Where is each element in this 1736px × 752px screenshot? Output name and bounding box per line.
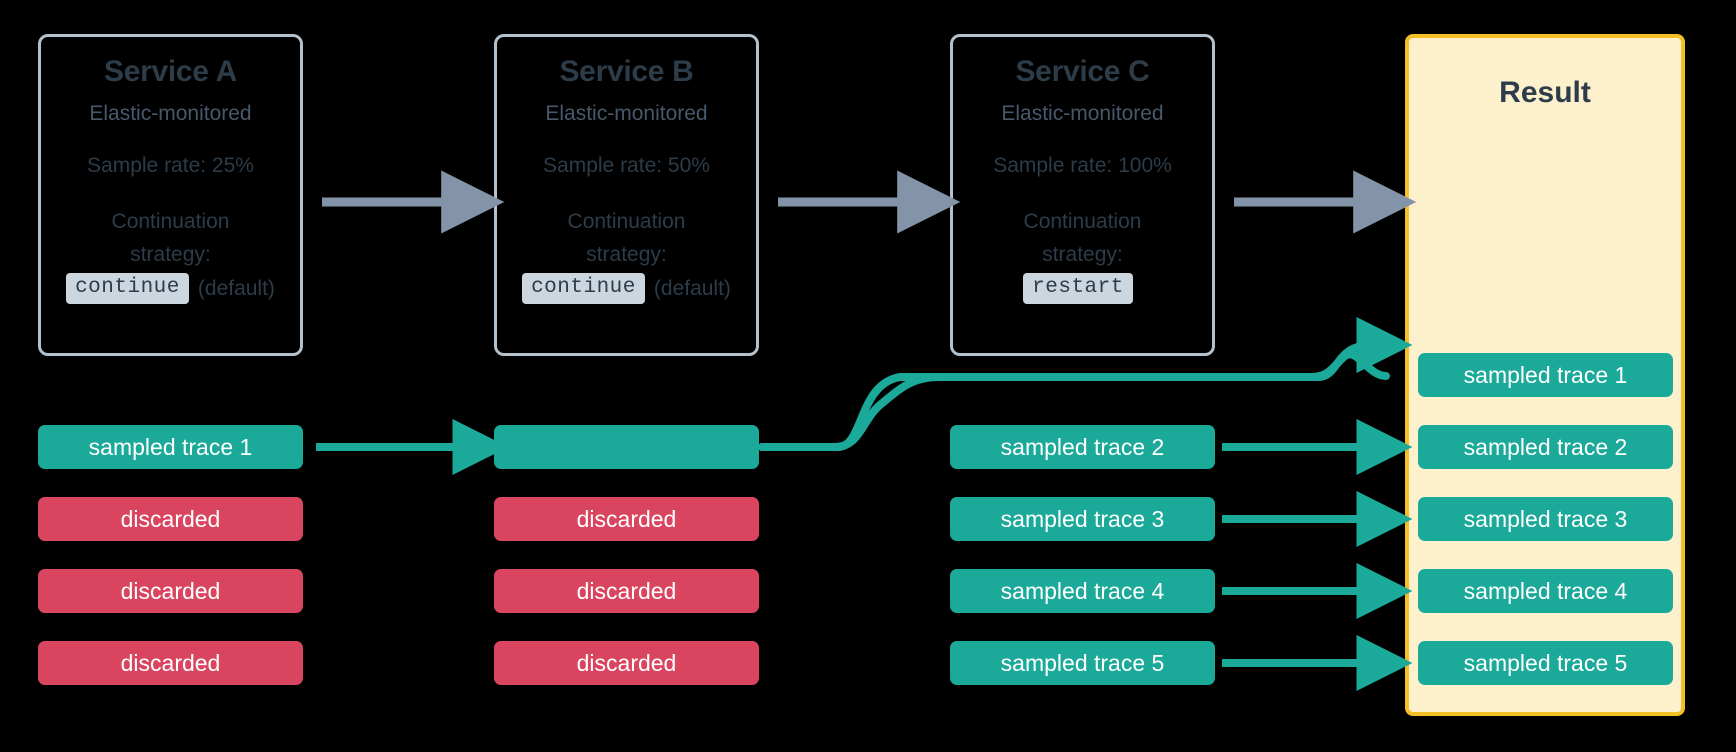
service-a-strategy-line: continue (default) <box>41 272 300 305</box>
service-b-monitoring: Elastic-monitored <box>545 102 708 125</box>
service-b-strategy-note: (default) <box>653 276 731 300</box>
service-a-strategy-label-2: strategy: <box>130 242 211 266</box>
trace-pill-result-3: sampled trace 3 <box>1418 497 1673 541</box>
trace-pill-c-3: sampled trace 4 <box>950 569 1215 613</box>
trace-pill-result-2: sampled trace 2 <box>1418 425 1673 469</box>
service-card-b: Service B Elastic-monitored Sample rate:… <box>494 34 759 356</box>
trace-pill-a-4: discarded <box>38 641 303 685</box>
service-c-sample-rate: Sample rate: 100% <box>993 154 1172 178</box>
service-c-strategy-label-1: Continuation <box>1023 210 1142 234</box>
service-c-strategy-line: restart <box>953 272 1212 305</box>
service-b-title: Service B <box>559 55 694 88</box>
service-c-title: Service C <box>1015 55 1150 88</box>
trace-pill-b-3: discarded <box>494 569 759 613</box>
service-b-strategy-label-2: strategy: <box>586 242 667 266</box>
trace-pill-result-1: sampled trace 1 <box>1418 353 1673 397</box>
trace-pill-b-1 <box>494 425 759 469</box>
service-card-c: Service C Elastic-monitored Sample rate:… <box>950 34 1215 356</box>
service-b-sample-rate: Sample rate: 50% <box>543 154 710 178</box>
trace-pill-c-1: sampled trace 2 <box>950 425 1215 469</box>
service-a-title: Service A <box>104 55 237 88</box>
service-a-strategy-label-1: Continuation <box>111 210 230 234</box>
service-b-strategy-value: continue <box>522 272 645 305</box>
service-a-monitoring: Elastic-monitored <box>89 102 252 125</box>
service-c-strategy-value: restart <box>1023 272 1133 305</box>
service-card-a: Service A Elastic-monitored Sample rate:… <box>38 34 303 356</box>
service-c-strategy-label-2: strategy: <box>1042 242 1123 266</box>
trace-pill-a-1: sampled trace 1 <box>38 425 303 469</box>
result-title: Result <box>1499 76 1591 109</box>
trace-pill-b-4: discarded <box>494 641 759 685</box>
trace-pill-a-3: discarded <box>38 569 303 613</box>
trace-pill-a-2: discarded <box>38 497 303 541</box>
trace-pill-c-4: sampled trace 5 <box>950 641 1215 685</box>
trace-pill-c-2: sampled trace 3 <box>950 497 1215 541</box>
service-c-monitoring: Elastic-monitored <box>1001 102 1164 125</box>
service-b-strategy-label-1: Continuation <box>567 210 686 234</box>
service-a-sample-rate: Sample rate: 25% <box>87 154 254 178</box>
service-a-strategy-note: (default) <box>197 276 275 300</box>
trace-pill-result-4: sampled trace 4 <box>1418 569 1673 613</box>
service-a-strategy-value: continue <box>66 272 189 305</box>
trace-pill-result-5: sampled trace 5 <box>1418 641 1673 685</box>
service-b-strategy-line: continue (default) <box>497 272 756 305</box>
trace-pill-b-2: discarded <box>494 497 759 541</box>
